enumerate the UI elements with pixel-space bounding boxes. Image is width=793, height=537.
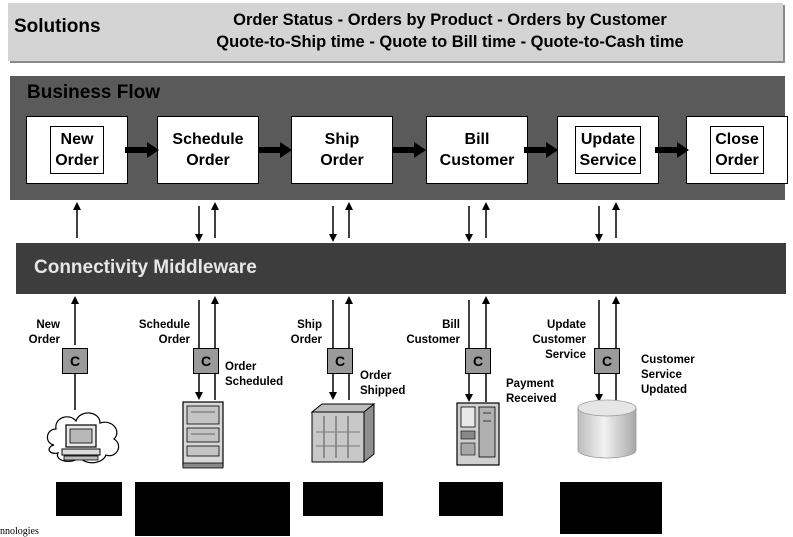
label-line: Order (360, 370, 392, 382)
middleware-band (16, 243, 786, 294)
label-line: Updated (641, 384, 687, 396)
redacted-block (560, 482, 662, 534)
step-label: Ship Order (320, 129, 364, 171)
connector-box: C (327, 348, 353, 374)
flow-arrow-icon (655, 142, 689, 158)
middleware-title: Connectivity Middleware (34, 257, 257, 278)
system-output-label: Payment Received (506, 377, 557, 407)
label-line: Ship (297, 319, 322, 331)
label-line: Schedule (138, 319, 190, 331)
flow-arrow-icon (258, 142, 292, 158)
flow-arrow-icon (524, 142, 558, 158)
step-label-line-1: Schedule (172, 131, 244, 148)
label-line: Order (290, 334, 322, 346)
step-label-line-2: Order (186, 152, 230, 169)
label-line: Customer (641, 354, 695, 366)
midrange-server-icon (456, 402, 500, 466)
label-line: Order (158, 334, 190, 346)
label-line: Shipped (360, 385, 406, 397)
step-label-line-1: Bill (464, 131, 490, 148)
step-schedule-order: Schedule Order (157, 116, 259, 184)
label-line: Service (545, 349, 586, 361)
desktop-cloud-icon (46, 412, 120, 464)
system-input-label: Bill Customer (406, 318, 460, 348)
step-label-line-2: Customer (439, 152, 515, 169)
step-label-line-1: New (60, 131, 94, 148)
database-icon (577, 399, 637, 459)
flow-arrow-icon (392, 142, 426, 158)
system-input-label: Update Customer Service (532, 318, 586, 363)
step-new-order: New Order (26, 116, 128, 184)
redacted-block (303, 482, 383, 516)
label-line: Order (225, 361, 257, 373)
step-label-line-2: Order (320, 152, 364, 169)
server-tower-icon (182, 401, 224, 469)
system-input-label: Ship Order (291, 318, 322, 348)
step-label: Close Order (710, 126, 764, 174)
flow-arrow-icon (125, 142, 159, 158)
label-line: Payment (506, 378, 554, 390)
solutions-line-2: Quote-to-Ship time - Quote to Bill time … (216, 33, 684, 51)
system-input-label: New Order (29, 318, 60, 348)
step-label: New Order (50, 126, 104, 174)
redacted-block (439, 482, 503, 516)
step-label-line-1: Close (715, 131, 759, 148)
step-label: Schedule Order (172, 129, 243, 171)
solutions-banner (8, 3, 783, 61)
step-label: Bill Customer (440, 129, 515, 171)
label-line: Customer (532, 334, 586, 346)
business-flow-title: Business Flow (27, 82, 161, 103)
connector-box: C (62, 348, 88, 374)
mainframe-icon (310, 402, 376, 464)
label-line: Order (28, 334, 60, 346)
label-line: New (36, 319, 60, 331)
label-line: Received (506, 393, 557, 405)
system-output-label: Order Shipped (360, 369, 405, 399)
label-line: Scheduled (225, 376, 284, 388)
system-input-label: Schedule Order (139, 318, 190, 348)
step-label-line-1: Update (580, 131, 636, 148)
step-label: Update Service (574, 126, 642, 174)
connector-box: C (594, 348, 620, 374)
step-label-line-1: Ship (324, 131, 360, 148)
label-line: Service (641, 369, 682, 381)
step-update-service: Update Service (557, 116, 659, 184)
step-label-line-2: Service (579, 152, 637, 169)
system-output-label: Customer Service Updated (641, 353, 695, 398)
label-line: Bill (442, 319, 460, 331)
redacted-block (135, 482, 290, 536)
step-ship-order: Ship Order (291, 116, 393, 184)
label-line: Customer (406, 334, 460, 346)
connector-box: C (193, 348, 219, 374)
step-label-line-2: Order (715, 152, 759, 169)
step-label-line-2: Order (55, 152, 99, 169)
system-output-label: Order Scheduled (225, 360, 283, 390)
solutions-line-1: Order Status - Orders by Product - Order… (233, 11, 667, 29)
label-line: Update (547, 319, 586, 331)
connector-box: C (465, 348, 491, 374)
step-bill-customer: Bill Customer (426, 116, 528, 184)
solutions-title: Solutions (14, 16, 101, 37)
step-close-order: Close Order (686, 116, 788, 184)
footer-text: nnologies (0, 526, 39, 537)
redacted-block (56, 482, 122, 516)
